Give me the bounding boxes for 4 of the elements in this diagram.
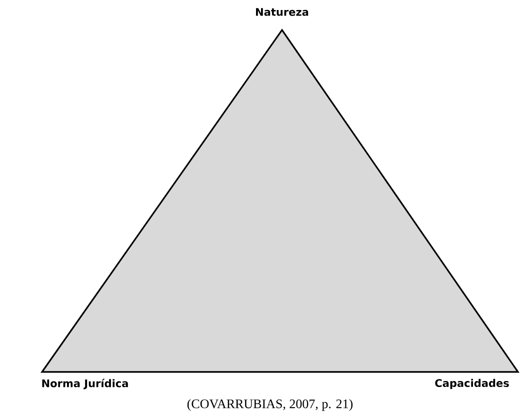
vertex-label: Natureza	[256, 8, 308, 16]
vertex-label: Norma Jurídica	[42, 378, 128, 390]
vertex-label: Capacidades	[435, 378, 509, 390]
caption: (COVARRUBIAS, 2007, p. 21)	[187, 399, 353, 411]
